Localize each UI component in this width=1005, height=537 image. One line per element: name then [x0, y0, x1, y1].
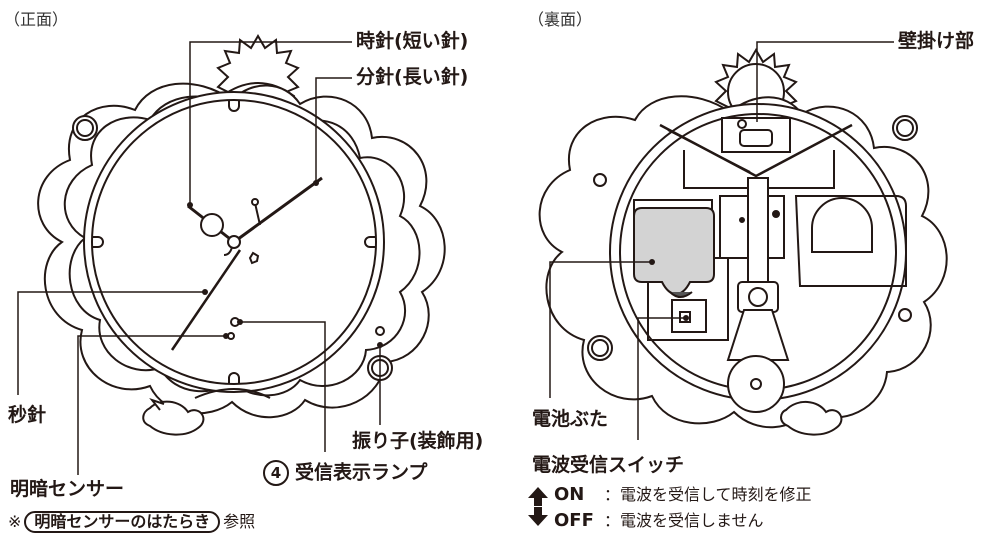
off-label: OFF — [554, 510, 594, 531]
second-hand-label: 秒針 — [8, 404, 47, 426]
battery-cover-label: 電池ぶた — [532, 408, 609, 430]
note-suffix: 参照 — [223, 512, 256, 531]
front-leaders — [17, 41, 381, 475]
indicator-label: 4 受信表示ランプ — [263, 460, 427, 486]
minute-hand-label: 分針(長い針) — [356, 66, 469, 88]
note-mark: ※ — [8, 512, 22, 531]
back-leader-dots — [649, 259, 689, 321]
switch-on-row: ON ：電波を受信して時刻を修正 — [554, 486, 812, 504]
light-sensor-label: 明暗センサー — [10, 478, 125, 500]
back-leaders — [549, 41, 894, 440]
front-clock — [37, 35, 446, 436]
pendulum-label: 振り子(装飾用) — [352, 430, 484, 452]
sensor-note: ※明暗センサーのはたらき参照 — [8, 511, 255, 533]
front-leader-dots — [187, 180, 383, 348]
radio-switch-label: 電波受信スイッチ — [532, 454, 685, 476]
up-arrow-icon — [528, 487, 548, 506]
on-label: ON — [554, 484, 585, 505]
note-reference-pill: 明暗センサーのはたらき — [24, 511, 221, 533]
on-description: ：電波を受信して時刻を修正 — [604, 485, 812, 504]
off-description: ：電波を受信しません — [604, 511, 764, 530]
switch-off-row: OFF ：電波を受信しません — [554, 512, 764, 530]
hour-hand-label: 時針(短い針) — [356, 30, 469, 52]
back-clock — [538, 49, 948, 436]
down-arrow-icon — [528, 507, 548, 526]
indicator-number-badge: 4 — [263, 460, 289, 486]
wall-hook-label: 壁掛け部 — [898, 30, 975, 52]
front-title: （正面） — [4, 10, 69, 29]
indicator-text: 受信表示ランプ — [295, 461, 428, 484]
battery-cover — [633, 207, 715, 296]
back-title: （裏面） — [528, 10, 593, 29]
switch-arrows — [528, 487, 548, 526]
